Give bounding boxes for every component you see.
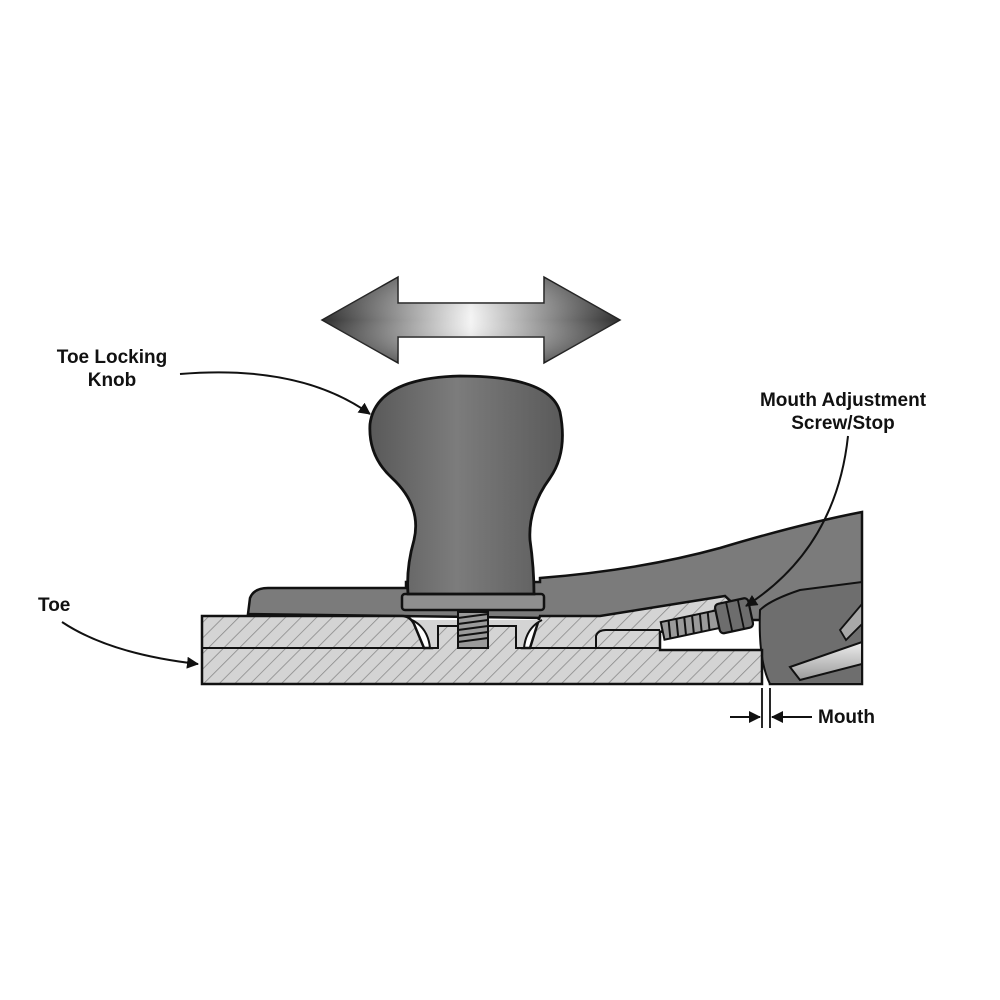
screw-leader-arrow [745,435,849,607]
double-arrow-icon [320,275,622,365]
mouth-adjustment-label-line1: Mouth Adjustment [759,390,927,411]
mouth-dimension [730,688,812,728]
toe-locking-knob-label-line1: Toe Locking [56,347,168,368]
toe-leader-arrow [61,621,199,669]
toe-label: Toe [38,595,71,616]
knob-leader-arrow [179,371,371,415]
threaded-stud [457,611,489,649]
toe-locking-knob-label-line2: Knob [87,370,137,391]
mouth-adjustment-screw [659,597,755,641]
frog-assembly [758,580,863,685]
knob-washer [400,592,546,612]
toe-locking-knob [368,374,564,596]
toe-locking-knob-label: Toe Locking Knob [48,346,176,392]
mouth-label: Mouth [818,707,875,728]
mouth-adjustment-label-line2: Screw/Stop [791,413,895,434]
mouth-adjustment-label: Mouth Adjustment Screw/Stop [745,389,941,435]
plane-body [246,510,864,686]
